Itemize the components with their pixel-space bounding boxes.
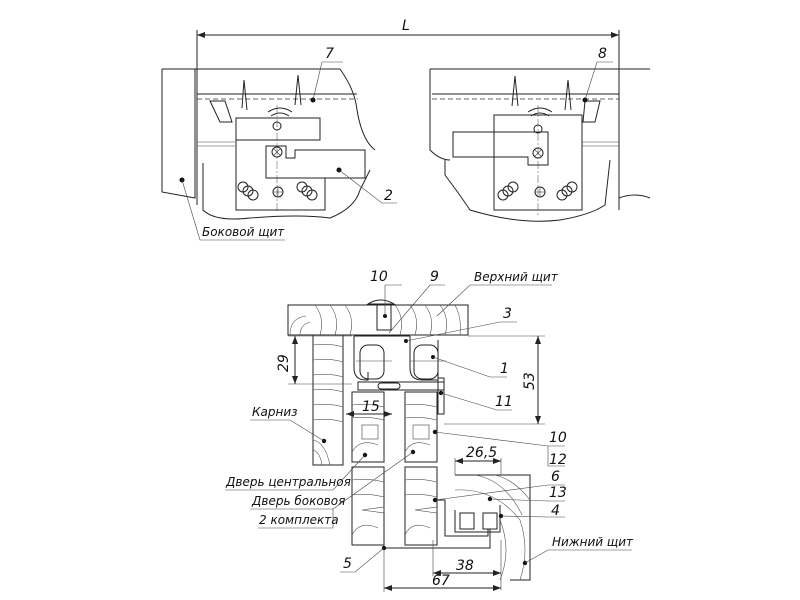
callout-12: 12 — [547, 446, 567, 468]
svg-text:5: 5 — [343, 556, 352, 572]
callout-1: 1 — [432, 356, 509, 378]
side-door-upper — [404, 391, 438, 463]
section-view: 29 53 15 26,5 38 67 — [225, 269, 634, 592]
svg-text:7: 7 — [325, 46, 334, 62]
label-bottom-panel: Нижний щит — [524, 535, 634, 564]
dimension-29: 29 — [276, 335, 352, 385]
left-roller-assembly — [161, 68, 376, 220]
svg-text:11: 11 — [495, 394, 513, 410]
svg-text:4: 4 — [551, 503, 560, 519]
svg-text:1: 1 — [500, 361, 509, 377]
callout-4: 4 — [500, 503, 565, 519]
svg-text:67: 67 — [432, 573, 450, 589]
center-door-lower — [351, 466, 387, 551]
slot-holes-left — [237, 181, 318, 201]
svg-text:Боковой щит: Боковой щит — [202, 225, 285, 239]
svg-text:Дверь центральноя: Дверь центральноя — [225, 475, 351, 489]
label-center-door: Дверь центральноя — [225, 454, 366, 491]
svg-text:2 комплекта: 2 комплекта — [259, 513, 339, 527]
svg-text:26,5: 26,5 — [466, 445, 497, 461]
callout-11: 11 — [440, 392, 513, 411]
label-cornice: Карниз — [250, 405, 325, 442]
callout-13: 13 — [489, 485, 567, 502]
callout-10-side: 10 — [434, 430, 567, 447]
label-sets: 2 комплекта — [258, 509, 339, 529]
center-door-upper — [351, 391, 385, 463]
callout-5: 5 — [340, 547, 385, 573]
svg-text:12: 12 — [549, 452, 567, 468]
dimension-38: 38 — [432, 540, 502, 590]
callout-9: 9 — [388, 269, 445, 334]
svg-text:Верхний щит: Верхний щит — [474, 270, 559, 284]
svg-text:Нижний щит: Нижний щит — [552, 535, 634, 549]
dimension-53: 53 — [444, 335, 545, 425]
right-roller-assembly — [429, 68, 651, 222]
callout-8: 8 — [584, 46, 613, 101]
label-top-panel: Верхний щит — [436, 270, 559, 317]
dimension-15: 15 — [346, 399, 392, 417]
callout-3: 3 — [405, 306, 517, 342]
svg-text:29: 29 — [276, 354, 292, 372]
callout-7: 7 — [312, 46, 343, 101]
svg-text:2: 2 — [384, 188, 393, 204]
svg-text:Карниз: Карниз — [252, 405, 298, 419]
svg-text:3: 3 — [503, 306, 512, 322]
svg-text:10: 10 — [549, 430, 567, 446]
dimension-26-5: 26,5 — [454, 445, 502, 475]
dimension-67: 67 — [383, 550, 501, 592]
callout-6: 6 — [434, 469, 565, 501]
svg-text:Дверь боковоя: Дверь боковоя — [251, 494, 345, 508]
callout-2: 2 — [338, 169, 397, 204]
dimension-L-label: L — [402, 18, 410, 34]
svg-text:9: 9 — [430, 269, 439, 285]
bottom-panel — [454, 474, 531, 581]
side-door-lower — [404, 466, 438, 546]
slot-holes-right — [497, 181, 578, 201]
top-panel — [287, 299, 469, 336]
top-view: L — [161, 18, 651, 241]
svg-text:6: 6 — [551, 469, 560, 485]
svg-text:13: 13 — [549, 485, 567, 501]
dimension-L: L — [196, 18, 620, 210]
cornice — [312, 334, 344, 466]
svg-text:53: 53 — [522, 372, 538, 390]
svg-text:38: 38 — [456, 558, 474, 574]
svg-text:8: 8 — [598, 46, 607, 62]
svg-text:15: 15 — [362, 399, 380, 415]
svg-text:10: 10 — [370, 269, 388, 285]
callout-10-top: 10 — [370, 269, 402, 316]
label-side-panel: Боковой щит — [181, 179, 285, 241]
bottom-track — [384, 496, 504, 549]
